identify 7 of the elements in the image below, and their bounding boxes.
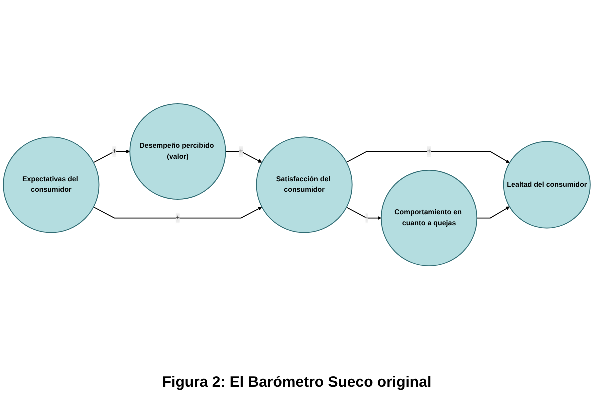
arrow bbox=[346, 151, 510, 164]
arrow bbox=[225, 151, 262, 163]
figure-caption: Figura 2: El Barómetro Sueco original bbox=[161, 374, 433, 391]
arrow bbox=[93, 206, 262, 219]
arrow bbox=[93, 150, 130, 164]
arrow bbox=[346, 207, 382, 220]
arrow bbox=[476, 206, 510, 219]
